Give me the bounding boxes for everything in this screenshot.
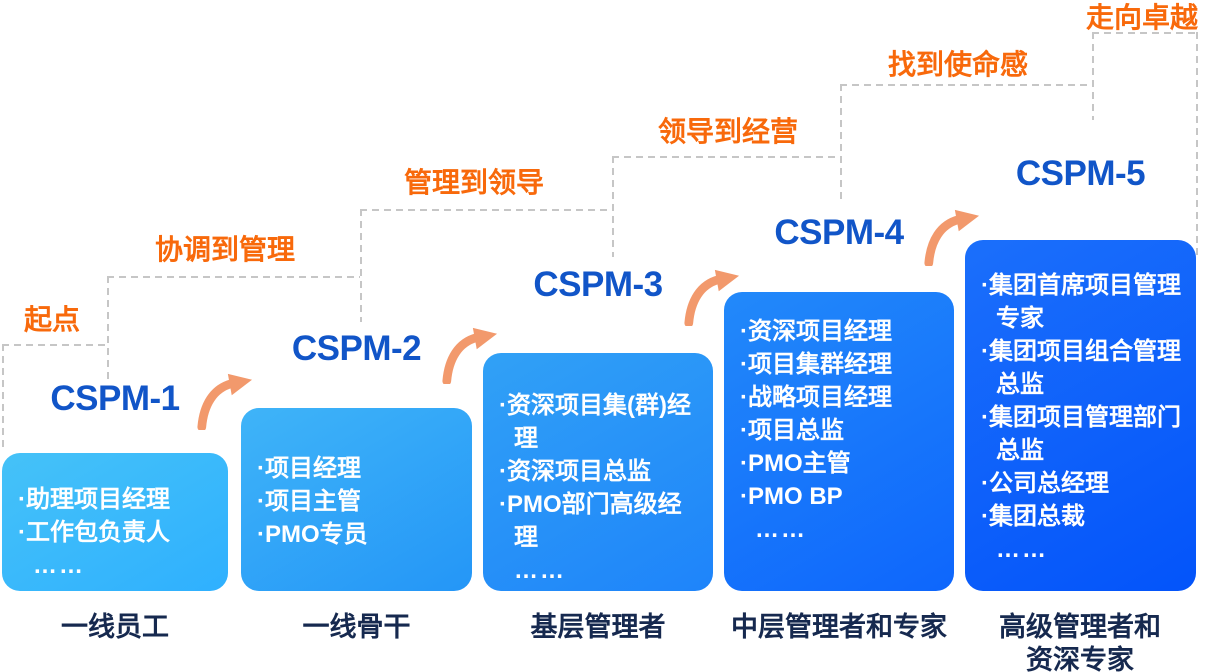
staircase-line-horizontal-4 (612, 156, 840, 158)
role-item: ·资深项目经理 (740, 318, 892, 345)
role-item: ·集团首席项目管理专家 (981, 272, 1181, 332)
role-item: ·项目经理 (257, 455, 361, 482)
staircase-line-vertical-5 (1092, 32, 1094, 120)
role-box-cspm-3: ·资深项目集(群)经理 ·资深项目总监 ·PMO部门高级经理 …… (483, 353, 713, 591)
role-item: ·PMO BP (740, 483, 843, 510)
staircase-line-vertical-end (1196, 32, 1198, 258)
staircase-line-vertical-4 (840, 84, 842, 200)
tier-label-cspm-1: 一线员工 (61, 612, 169, 642)
curved-arrow-icon (684, 269, 740, 326)
role-item: ·资深项目总监 (499, 458, 651, 485)
tier-label-cspm-3: 基层管理者 (530, 612, 666, 642)
role-item: ·项目总监 (740, 417, 844, 444)
staircase-line-horizontal-6 (1092, 32, 1197, 34)
role-item: ·集团项目组合管理总监 (981, 338, 1181, 398)
role-item: ·公司总经理 (981, 470, 1109, 497)
level-title-cspm-3: CSPM-3 (533, 265, 663, 304)
role-item: …… (755, 516, 807, 543)
staircase-line-horizontal-2 (107, 276, 360, 278)
role-item: ·PMO主管 (740, 450, 851, 477)
curved-arrow-icon (442, 327, 498, 384)
role-list: ·助理项目经理 ·工作包负责人 …… (2, 453, 228, 582)
role-list: ·资深项目集(群)经理 ·资深项目总监 ·PMO部门高级经理 …… (483, 353, 713, 587)
milestone-label-excellence: 走向卓越 (1086, 2, 1199, 33)
role-item: …… (514, 557, 566, 584)
role-list: ·项目经理 ·项目主管 ·PMO专员 (241, 408, 472, 551)
level-title-cspm-4: CSPM-4 (774, 213, 904, 252)
role-item: ·项目集群经理 (740, 351, 892, 378)
role-item: ·助理项目经理 (18, 486, 170, 513)
staircase-line-vertical-start (2, 344, 4, 450)
staircase-line-vertical-3 (612, 156, 614, 257)
tier-label-cspm-2: 一线骨干 (302, 612, 411, 642)
role-item: …… (33, 552, 85, 579)
tier-label-cspm-5: 高级管理者和资深专家 (999, 612, 1161, 672)
milestone-label-start: 起点 (24, 304, 81, 335)
staircase-line-vertical-1 (107, 276, 109, 382)
role-item: ·集团总裁 (981, 503, 1085, 530)
role-item: ·集团项目管理部门总监 (981, 404, 1181, 464)
level-title-cspm-2: CSPM-2 (291, 329, 422, 368)
milestone-label-1: 协调到管理 (155, 234, 296, 265)
role-list: ·资深项目经理 ·项目集群经理 ·战略项目经理 ·项目总监 ·PMO主管 ·PMO BP …… (724, 292, 954, 546)
tier-label-cspm-4: 中层管理者和专家 (731, 612, 947, 642)
curved-arrow-icon (197, 373, 253, 430)
milestone-label-4: 找到使命感 (888, 49, 1029, 80)
role-item: ·PMO部门高级经理 (499, 491, 682, 551)
role-list: ·集团首席项目管理专家·集团项目组合管理总监·集团项目管理部门总监 ·公司总经理 ·… (965, 240, 1196, 566)
staircase-line-horizontal-1 (2, 344, 107, 346)
role-box-cspm-4: ·资深项目经理 ·项目集群经理 ·战略项目经理 ·项目总监 ·PMO主管 ·PMO BP …… (724, 292, 954, 591)
milestone-label-2: 管理到领导 (404, 167, 545, 198)
staircase-line-vertical-2 (360, 209, 362, 322)
level-title-cspm-1: CSPM-1 (50, 379, 180, 418)
role-item: …… (996, 536, 1048, 563)
role-item: ·项目主管 (257, 488, 361, 515)
role-box-cspm-2: ·项目经理 ·项目主管 ·PMO专员 (241, 408, 472, 591)
staircase-line-horizontal-3 (360, 209, 612, 211)
role-item: ·战略项目经理 (740, 384, 892, 411)
curved-arrow-icon (924, 209, 980, 266)
role-item: ·资深项目集(群)经理 (499, 392, 691, 452)
role-item: ·工作包负责人 (18, 519, 170, 546)
milestone-label-3: 领导到经营 (658, 116, 799, 147)
staircase-line-horizontal-5 (840, 84, 1092, 86)
level-title-cspm-5: CSPM-5 (1015, 154, 1146, 193)
role-box-cspm-1: ·助理项目经理 ·工作包负责人 …… (2, 453, 228, 591)
role-item: ·PMO专员 (257, 521, 368, 548)
role-box-cspm-5: ·集团首席项目管理专家·集团项目组合管理总监·集团项目管理部门总监 ·公司总经理 ·… (965, 240, 1196, 591)
